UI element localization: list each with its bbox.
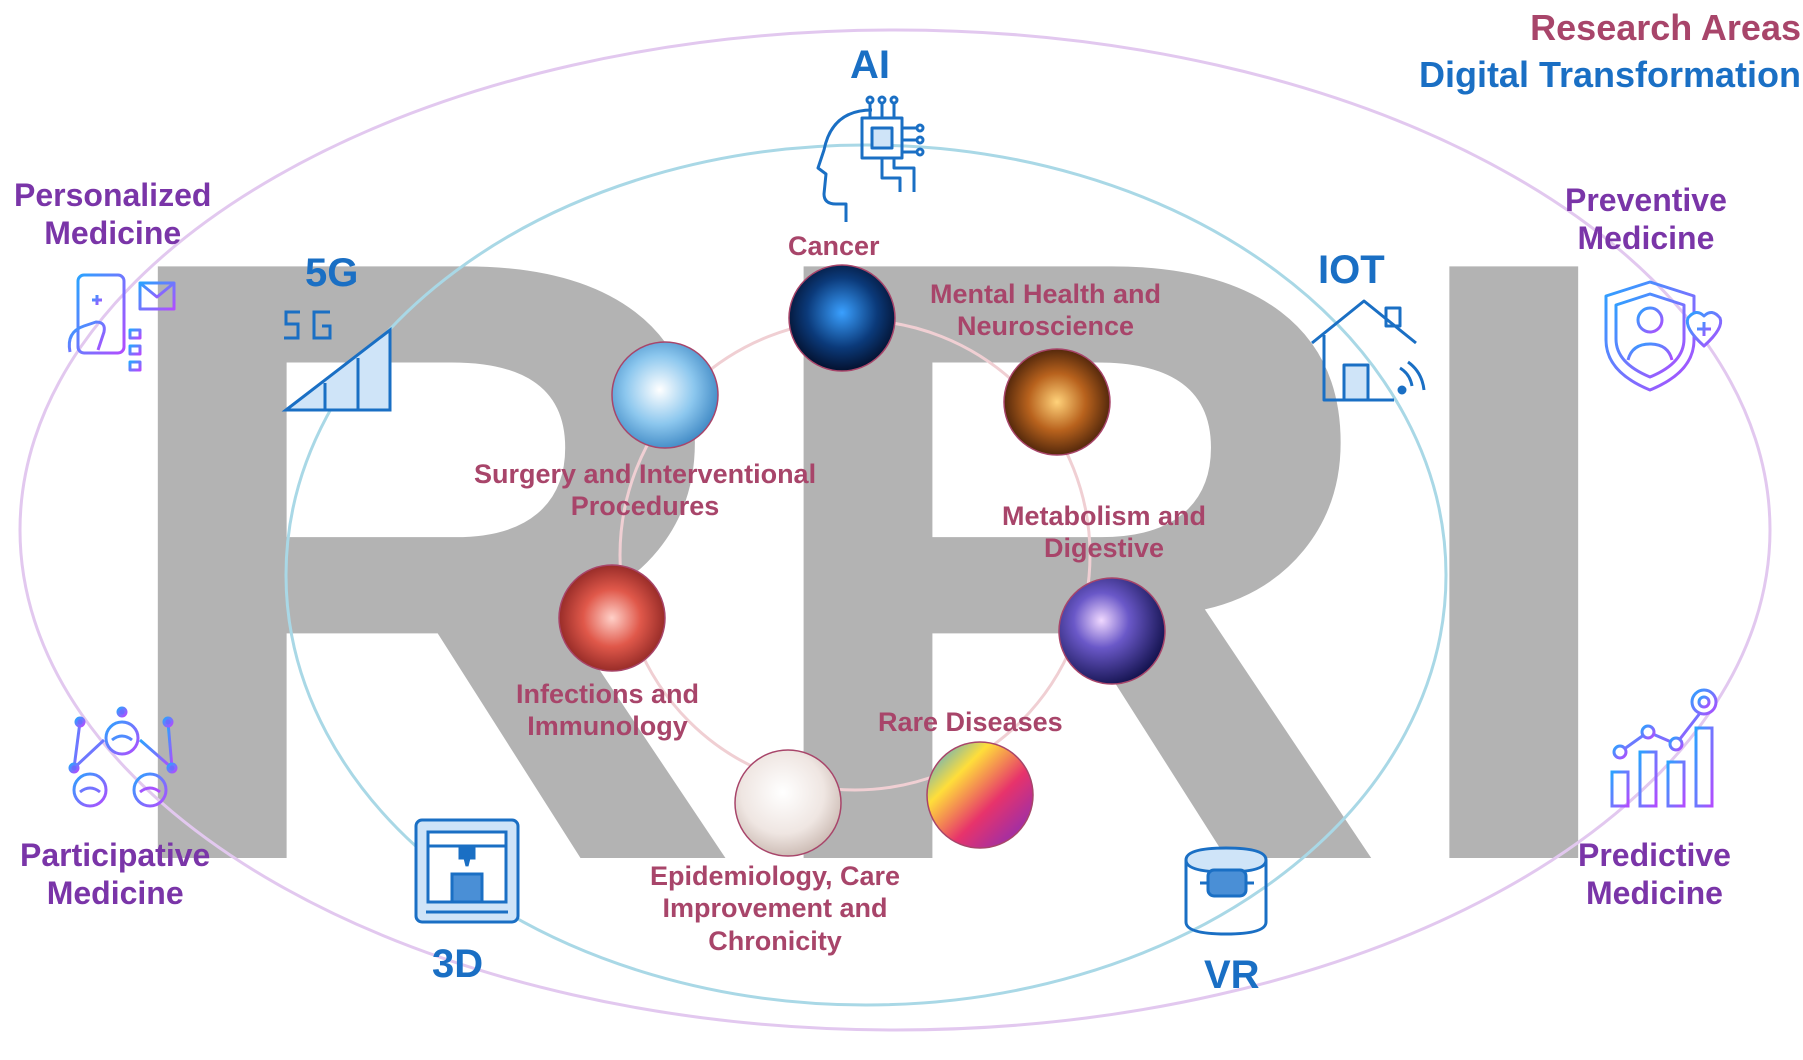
ai-icon xyxy=(816,95,925,222)
label-infections: Infections and Immunology xyxy=(516,679,700,742)
signal-5g-icon xyxy=(281,310,392,412)
outer-ellipse xyxy=(18,28,1772,1032)
neuroscience-image xyxy=(1003,348,1111,456)
middle-ellipse xyxy=(284,143,1448,1007)
epidemiology-image xyxy=(734,749,842,857)
personalized-medicine-icon xyxy=(67,273,176,372)
label-mental-health: Mental Health and Neuroscience xyxy=(930,279,1162,342)
predictive-medicine-icon xyxy=(1600,688,1722,808)
participative-medicine-icon xyxy=(68,706,178,808)
legend-digital-transformation: Digital Transformation xyxy=(1418,54,1801,95)
label-participative-medicine: Participative Medicine xyxy=(20,837,211,912)
infections-image xyxy=(558,564,666,672)
label-cancer: Cancer xyxy=(788,231,880,261)
rri-watermark: RRI xyxy=(98,80,1638,1041)
preventive-medicine-icon xyxy=(1604,280,1723,392)
label-predictive-medicine: Predictive Medicine xyxy=(1578,837,1731,912)
label-5g: 5G xyxy=(305,251,359,295)
smart-home-icon xyxy=(1311,299,1426,402)
label-3d: 3D xyxy=(432,942,484,986)
label-surgery: Surgery and Interventional Procedures xyxy=(474,459,817,522)
label-epidemiology: Epidemiology, Care Improvement and Chron… xyxy=(650,861,901,956)
label-metabolism: Metabolism and Digestive xyxy=(1002,501,1207,564)
label-iot: IOT xyxy=(1318,248,1385,292)
cancer-image xyxy=(788,264,896,372)
3d-printer-icon xyxy=(414,818,520,924)
surgery-image xyxy=(611,341,719,449)
label-rare-diseases: Rare Diseases xyxy=(878,707,1063,737)
label-personalized-medicine: Personalized Medicine xyxy=(14,177,212,252)
label-preventive-medicine: Preventive Medicine xyxy=(1565,182,1727,257)
rare-diseases-image xyxy=(926,741,1034,849)
metabolism-image xyxy=(1058,577,1166,685)
vr-headset-icon xyxy=(1184,846,1268,936)
label-vr: VR xyxy=(1204,953,1260,997)
label-ai: AI xyxy=(850,43,890,87)
legend-research-areas: Research Areas xyxy=(1530,7,1801,48)
